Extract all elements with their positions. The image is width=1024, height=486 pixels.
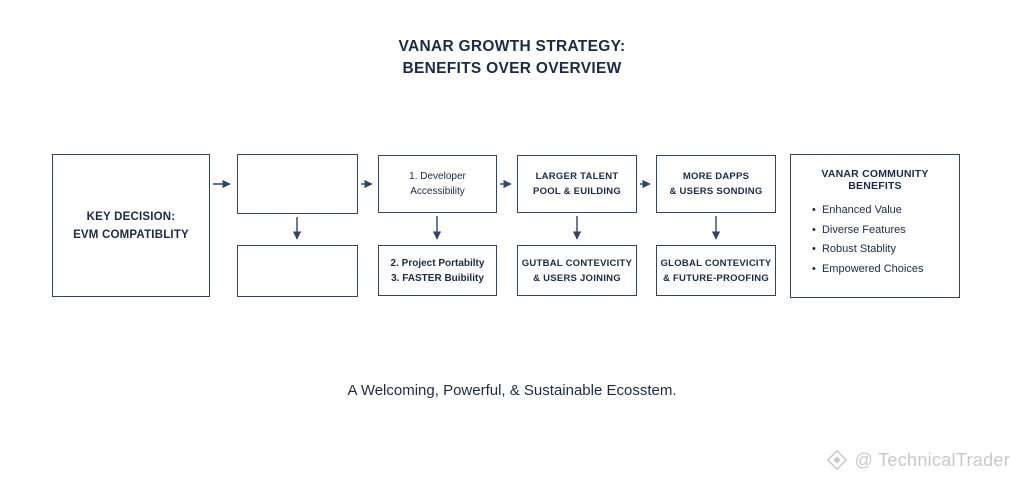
larger-talent-pool-box: LARGER TALENT POOL & EUILDING (517, 155, 637, 213)
benefits-title: VANAR COMMUNITY BENEFITS (821, 168, 929, 192)
page-title: VANAR GROWTH STRATEGY: BENEFITS OVER OVE… (0, 36, 1024, 80)
watermark: @ TechnicalTrader (826, 449, 1010, 471)
developer-accessibility-line1: 1. Developer (409, 171, 466, 182)
developer-accessibility-line2: Accessibility (410, 186, 465, 197)
project-portability-line2: 3. FASTER Buibility (391, 272, 484, 284)
project-portability-box: 2. Project Portabilty 3. FASTER Buibilit… (378, 245, 497, 296)
vanar-community-benefits-box: VANAR COMMUNITY BENEFITS Enhanced Value … (790, 154, 960, 298)
title-line-1: VANAR GROWTH STRATEGY: (398, 38, 626, 55)
larger-talent-pool-line1: LARGER TALENT (535, 171, 619, 182)
key-decision-line1: KEY DECISION: (86, 210, 176, 223)
larger-talent-pool-line2: POOL & EUILDING (532, 186, 622, 197)
key-decision-box: KEY DECISION: EVM COMPATIBLITY (52, 154, 210, 297)
global-connectivity-users-line1: GUTBAL CONTEVICITY (521, 257, 633, 269)
global-connectivity-future-box: GLOBAL CONTEVICITY & FUTURE-PROOFING (656, 245, 776, 296)
benefits-list: Enhanced Value Diverse Features Robust S… (802, 201, 948, 279)
empty-box-top (237, 154, 358, 214)
global-connectivity-future-line1: GLOBAL CONTEVICITY (660, 257, 772, 269)
title-line-2: BENEFITS OVER OVERVIEW (402, 60, 622, 77)
developer-accessibility-box: 1. Developer Accessibility (378, 155, 497, 213)
global-connectivity-users-line2: & USERS JOINING (533, 272, 621, 284)
benefit-item: Diverse Features (812, 221, 948, 241)
tagline: A Welcoming, Powerful, & Sustainable Eco… (347, 382, 677, 399)
benefit-item: Enhanced Value (812, 201, 948, 221)
project-portability-line1: 2. Project Portabilty (390, 257, 485, 269)
more-dapps-users-box: MORE DAPPS & USERS SONDING (656, 155, 776, 213)
diamond-logo-icon (826, 449, 848, 471)
global-connectivity-future-line2: & FUTURE-PROOFING (662, 272, 770, 284)
watermark-text: @ TechnicalTrader (854, 449, 1010, 470)
key-decision-line2: EVM COMPATIBLITY (73, 228, 189, 241)
empty-box-bottom (237, 245, 358, 297)
more-dapps-users-line1: MORE DAPPS (682, 171, 750, 182)
global-connectivity-users-box: GUTBAL CONTEVICITY & USERS JOINING (517, 245, 637, 296)
benefit-item: Empowered Choices (812, 260, 948, 280)
more-dapps-users-line2: & USERS SONDING (669, 186, 763, 197)
benefit-item: Robust Stablity (812, 240, 948, 260)
